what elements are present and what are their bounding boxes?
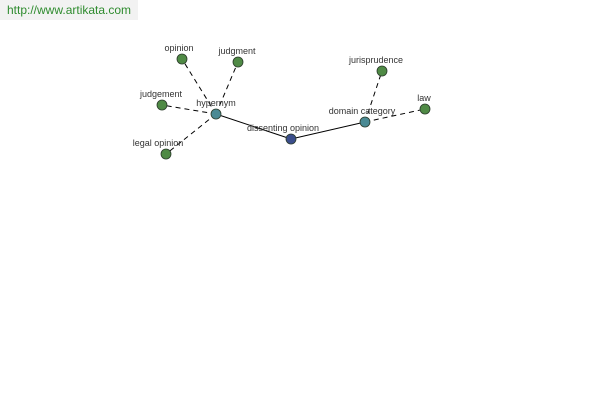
term-label-judgment[interactable]: judgment xyxy=(217,46,256,56)
site-link[interactable]: http://www.artikata.com xyxy=(7,3,132,17)
term-label-opinion[interactable]: opinion xyxy=(164,43,193,53)
edge-hypernym-opinion xyxy=(181,58,217,115)
relation-node-domain-category[interactable] xyxy=(359,116,371,128)
edge-hypernym-judgment xyxy=(215,61,239,115)
term-node-judgment[interactable] xyxy=(232,56,244,68)
term-node-judgement[interactable] xyxy=(156,99,168,111)
graph-nodes xyxy=(156,53,431,160)
edge-center-domain-category xyxy=(290,121,366,140)
relation-label-domain-category[interactable]: domain category xyxy=(329,106,396,116)
graph-labels: dissenting opinion hypernym opinion judgmen… xyxy=(133,43,432,148)
term-node-opinion[interactable] xyxy=(176,53,188,65)
edge-hypernym-judgement xyxy=(161,104,217,115)
term-label-jurisprudence[interactable]: jurisprudence xyxy=(348,55,403,65)
term-node-jurisprudence[interactable] xyxy=(376,65,388,77)
term-node-legal-opinion[interactable] xyxy=(160,148,172,160)
site-banner: http://www.artikata.com xyxy=(0,0,138,20)
term-label-legal-opinion[interactable]: legal opinion xyxy=(133,138,184,148)
relation-label-hypernym[interactable]: hypernym xyxy=(196,98,236,108)
center-node[interactable] xyxy=(285,133,297,145)
edge-center-hypernym xyxy=(215,113,292,140)
edge-hypernym-legal-opinion xyxy=(165,113,217,155)
term-node-law[interactable] xyxy=(419,103,431,115)
center-node-label[interactable]: dissenting opinion xyxy=(247,123,319,133)
term-label-judgement[interactable]: judgement xyxy=(139,89,183,99)
graph-edges xyxy=(161,58,426,155)
relation-node-hypernym[interactable] xyxy=(210,108,222,120)
term-label-law[interactable]: law xyxy=(417,93,431,103)
edge-domain-category-law xyxy=(364,108,426,123)
